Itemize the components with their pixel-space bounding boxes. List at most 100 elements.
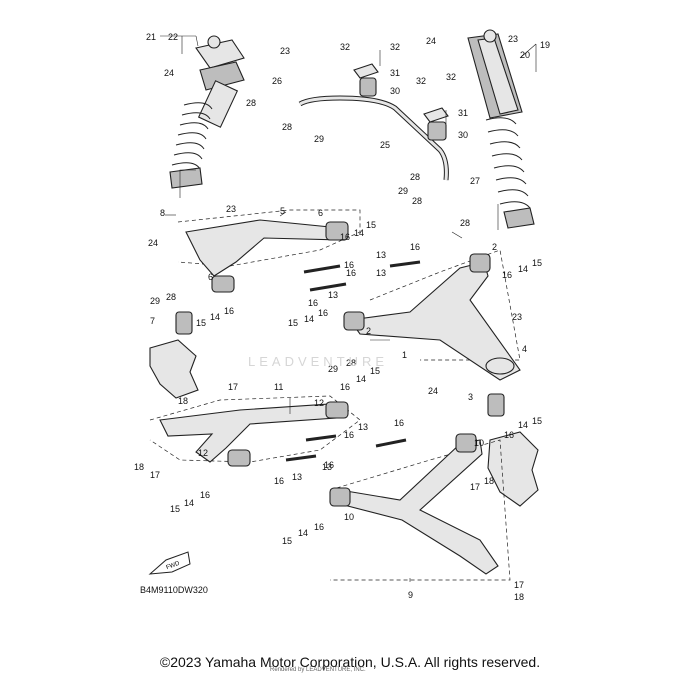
callout-14: 14 bbox=[298, 528, 308, 538]
callout-23: 23 bbox=[512, 312, 522, 322]
lower-arm-right bbox=[329, 433, 499, 575]
callout-30: 30 bbox=[458, 130, 468, 140]
callout-24: 24 bbox=[426, 36, 436, 46]
callout-13: 13 bbox=[358, 422, 368, 432]
watermark: LEADVENTURE bbox=[248, 354, 389, 369]
right-knuckle bbox=[487, 393, 539, 507]
callout-18: 18 bbox=[484, 476, 494, 486]
callout-16: 16 bbox=[344, 260, 354, 270]
callout-4: 4 bbox=[522, 344, 527, 354]
callout-16: 16 bbox=[274, 476, 284, 486]
leader-lines bbox=[160, 35, 537, 582]
callout-29: 29 bbox=[150, 296, 160, 306]
callout-14: 14 bbox=[354, 228, 364, 238]
upper-arm-right-outline bbox=[369, 249, 521, 361]
callout-16: 16 bbox=[410, 242, 420, 252]
callout-13: 13 bbox=[376, 268, 386, 278]
callout-16: 16 bbox=[308, 298, 318, 308]
callout-21: 21 bbox=[146, 32, 156, 42]
callout-20: 20 bbox=[520, 50, 530, 60]
callout-14: 14 bbox=[184, 498, 194, 508]
right-shock-spring bbox=[485, 117, 531, 209]
callout-15: 15 bbox=[366, 220, 376, 230]
callout-32: 32 bbox=[390, 42, 400, 52]
callout-16: 16 bbox=[394, 418, 404, 428]
callout-5: 5 bbox=[280, 206, 285, 216]
callout-15: 15 bbox=[370, 366, 380, 376]
callout-28: 28 bbox=[166, 292, 176, 302]
callout-16: 16 bbox=[314, 522, 324, 532]
lower-arm-left-outline bbox=[149, 395, 361, 463]
callout-18: 18 bbox=[134, 462, 144, 472]
callout-32: 32 bbox=[340, 42, 350, 52]
callout-13: 13 bbox=[376, 250, 386, 260]
callout-23: 23 bbox=[226, 204, 236, 214]
callout-28: 28 bbox=[412, 196, 422, 206]
callout-31: 31 bbox=[458, 108, 468, 118]
callouts: 21 22 23 24 26 28 28 29 32 32 31 30 32 3… bbox=[134, 32, 550, 602]
callout-18: 18 bbox=[514, 592, 524, 602]
bushing-right bbox=[427, 121, 447, 141]
callout-25: 25 bbox=[380, 140, 390, 150]
fwd-label: FWD bbox=[166, 561, 182, 572]
upper-arm-left bbox=[185, 219, 349, 293]
callout-10: 10 bbox=[474, 438, 484, 448]
callout-17: 17 bbox=[514, 580, 524, 590]
bushing-left bbox=[359, 77, 377, 97]
callout-23: 23 bbox=[508, 34, 518, 44]
callout-6: 6 bbox=[208, 272, 213, 282]
callout-2: 2 bbox=[366, 326, 371, 336]
callout-23: 23 bbox=[280, 46, 290, 56]
callout-13: 13 bbox=[292, 472, 302, 482]
callout-13: 13 bbox=[328, 290, 338, 300]
callout-2: 2 bbox=[492, 242, 497, 252]
callout-18: 18 bbox=[178, 396, 188, 406]
callout-29: 29 bbox=[328, 364, 338, 374]
diagram-code: B4M9110DW320 bbox=[140, 585, 208, 595]
callout-28: 28 bbox=[346, 358, 356, 368]
callout-16: 16 bbox=[340, 382, 350, 392]
callout-9: 9 bbox=[408, 590, 413, 600]
callout-16: 16 bbox=[340, 232, 350, 242]
callout-31: 31 bbox=[390, 68, 400, 78]
callout-32: 32 bbox=[416, 76, 426, 86]
callout-8: 8 bbox=[160, 208, 165, 218]
callout-14: 14 bbox=[518, 420, 528, 430]
callout-24: 24 bbox=[164, 68, 174, 78]
lower-arm-right-outline bbox=[329, 439, 511, 581]
callout-28: 28 bbox=[460, 218, 470, 228]
callout-29: 29 bbox=[314, 134, 324, 144]
ball-joint-7 bbox=[175, 311, 193, 335]
rendered-by-note: Rendered by LEADVENTURE, INC. bbox=[270, 667, 366, 673]
callout-11: 11 bbox=[274, 382, 283, 392]
callout-12: 12 bbox=[198, 448, 208, 458]
callout-19: 19 bbox=[540, 40, 550, 50]
callout-14: 14 bbox=[518, 264, 528, 274]
callout-13: 13 bbox=[322, 462, 332, 472]
bolts bbox=[285, 260, 421, 462]
callout-17: 17 bbox=[228, 382, 238, 392]
callout-16: 16 bbox=[502, 270, 512, 280]
callout-17: 17 bbox=[470, 482, 480, 492]
callout-29: 29 bbox=[398, 186, 408, 196]
lower-arm-left bbox=[159, 401, 349, 467]
callout-15: 15 bbox=[288, 318, 298, 328]
callout-15: 15 bbox=[532, 258, 542, 268]
callout-32: 32 bbox=[446, 72, 456, 82]
callout-16: 16 bbox=[346, 268, 356, 278]
callout-24: 24 bbox=[148, 238, 158, 248]
left-shock-absorber bbox=[169, 35, 245, 189]
callout-26: 26 bbox=[272, 76, 282, 86]
callout-16: 16 bbox=[324, 460, 334, 470]
callout-16: 16 bbox=[318, 308, 328, 318]
callout-15: 15 bbox=[170, 504, 180, 514]
callout-16: 16 bbox=[504, 430, 514, 440]
callout-16: 16 bbox=[224, 306, 234, 316]
right-shock-absorber bbox=[467, 29, 535, 229]
callout-28: 28 bbox=[410, 172, 420, 182]
callout-17: 17 bbox=[150, 470, 160, 480]
ball-joint-3 bbox=[487, 393, 505, 417]
callout-24: 24 bbox=[428, 386, 438, 396]
callout-7: 7 bbox=[150, 316, 155, 326]
